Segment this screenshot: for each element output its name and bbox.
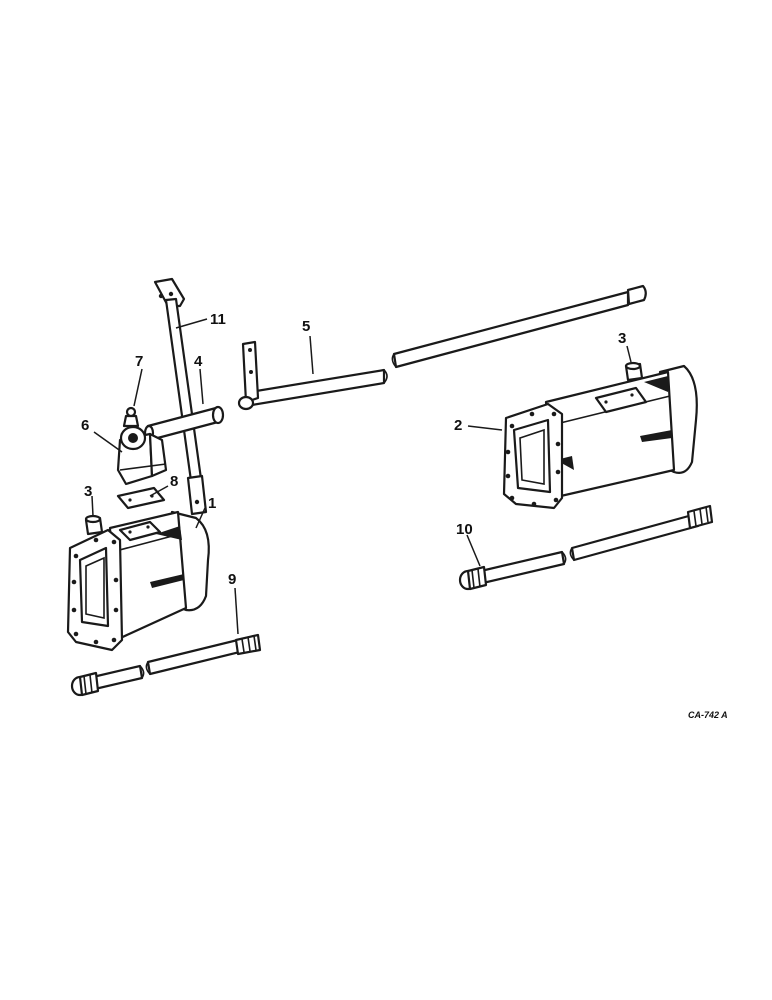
- callout-11: 11: [210, 311, 226, 328]
- plug-3-right: [624, 361, 644, 382]
- leader-lines: [91, 318, 632, 635]
- callout-7: 7: [135, 353, 143, 370]
- pin-4: [143, 405, 225, 442]
- splined-shaft-10: [458, 504, 714, 591]
- grease-fitting-7: [122, 406, 140, 428]
- callout-1: 1: [208, 495, 216, 512]
- drawing-code: CA-742 A: [688, 710, 728, 720]
- callout-4: 4: [194, 353, 203, 370]
- callout-3-left: 3: [84, 483, 92, 500]
- callout-2: 2: [454, 417, 462, 434]
- callout-labels: 11 5 3 7 4 6 2 8 3 1 10 9: [81, 311, 626, 588]
- splined-shaft-9: [70, 633, 262, 697]
- housing-1: [66, 510, 210, 652]
- cross-shaft-5: [237, 284, 647, 411]
- plug-3-left: [84, 514, 104, 536]
- bracket-6: [116, 425, 168, 486]
- callout-8: 8: [170, 473, 178, 490]
- callout-10: 10: [456, 521, 473, 538]
- callout-9: 9: [228, 571, 236, 588]
- callout-3-right: 3: [618, 330, 626, 347]
- callout-6: 6: [81, 417, 89, 434]
- plate-8: [116, 486, 166, 510]
- callout-5: 5: [302, 318, 310, 335]
- link-rod-11: [153, 277, 208, 516]
- housing-2: [502, 364, 698, 510]
